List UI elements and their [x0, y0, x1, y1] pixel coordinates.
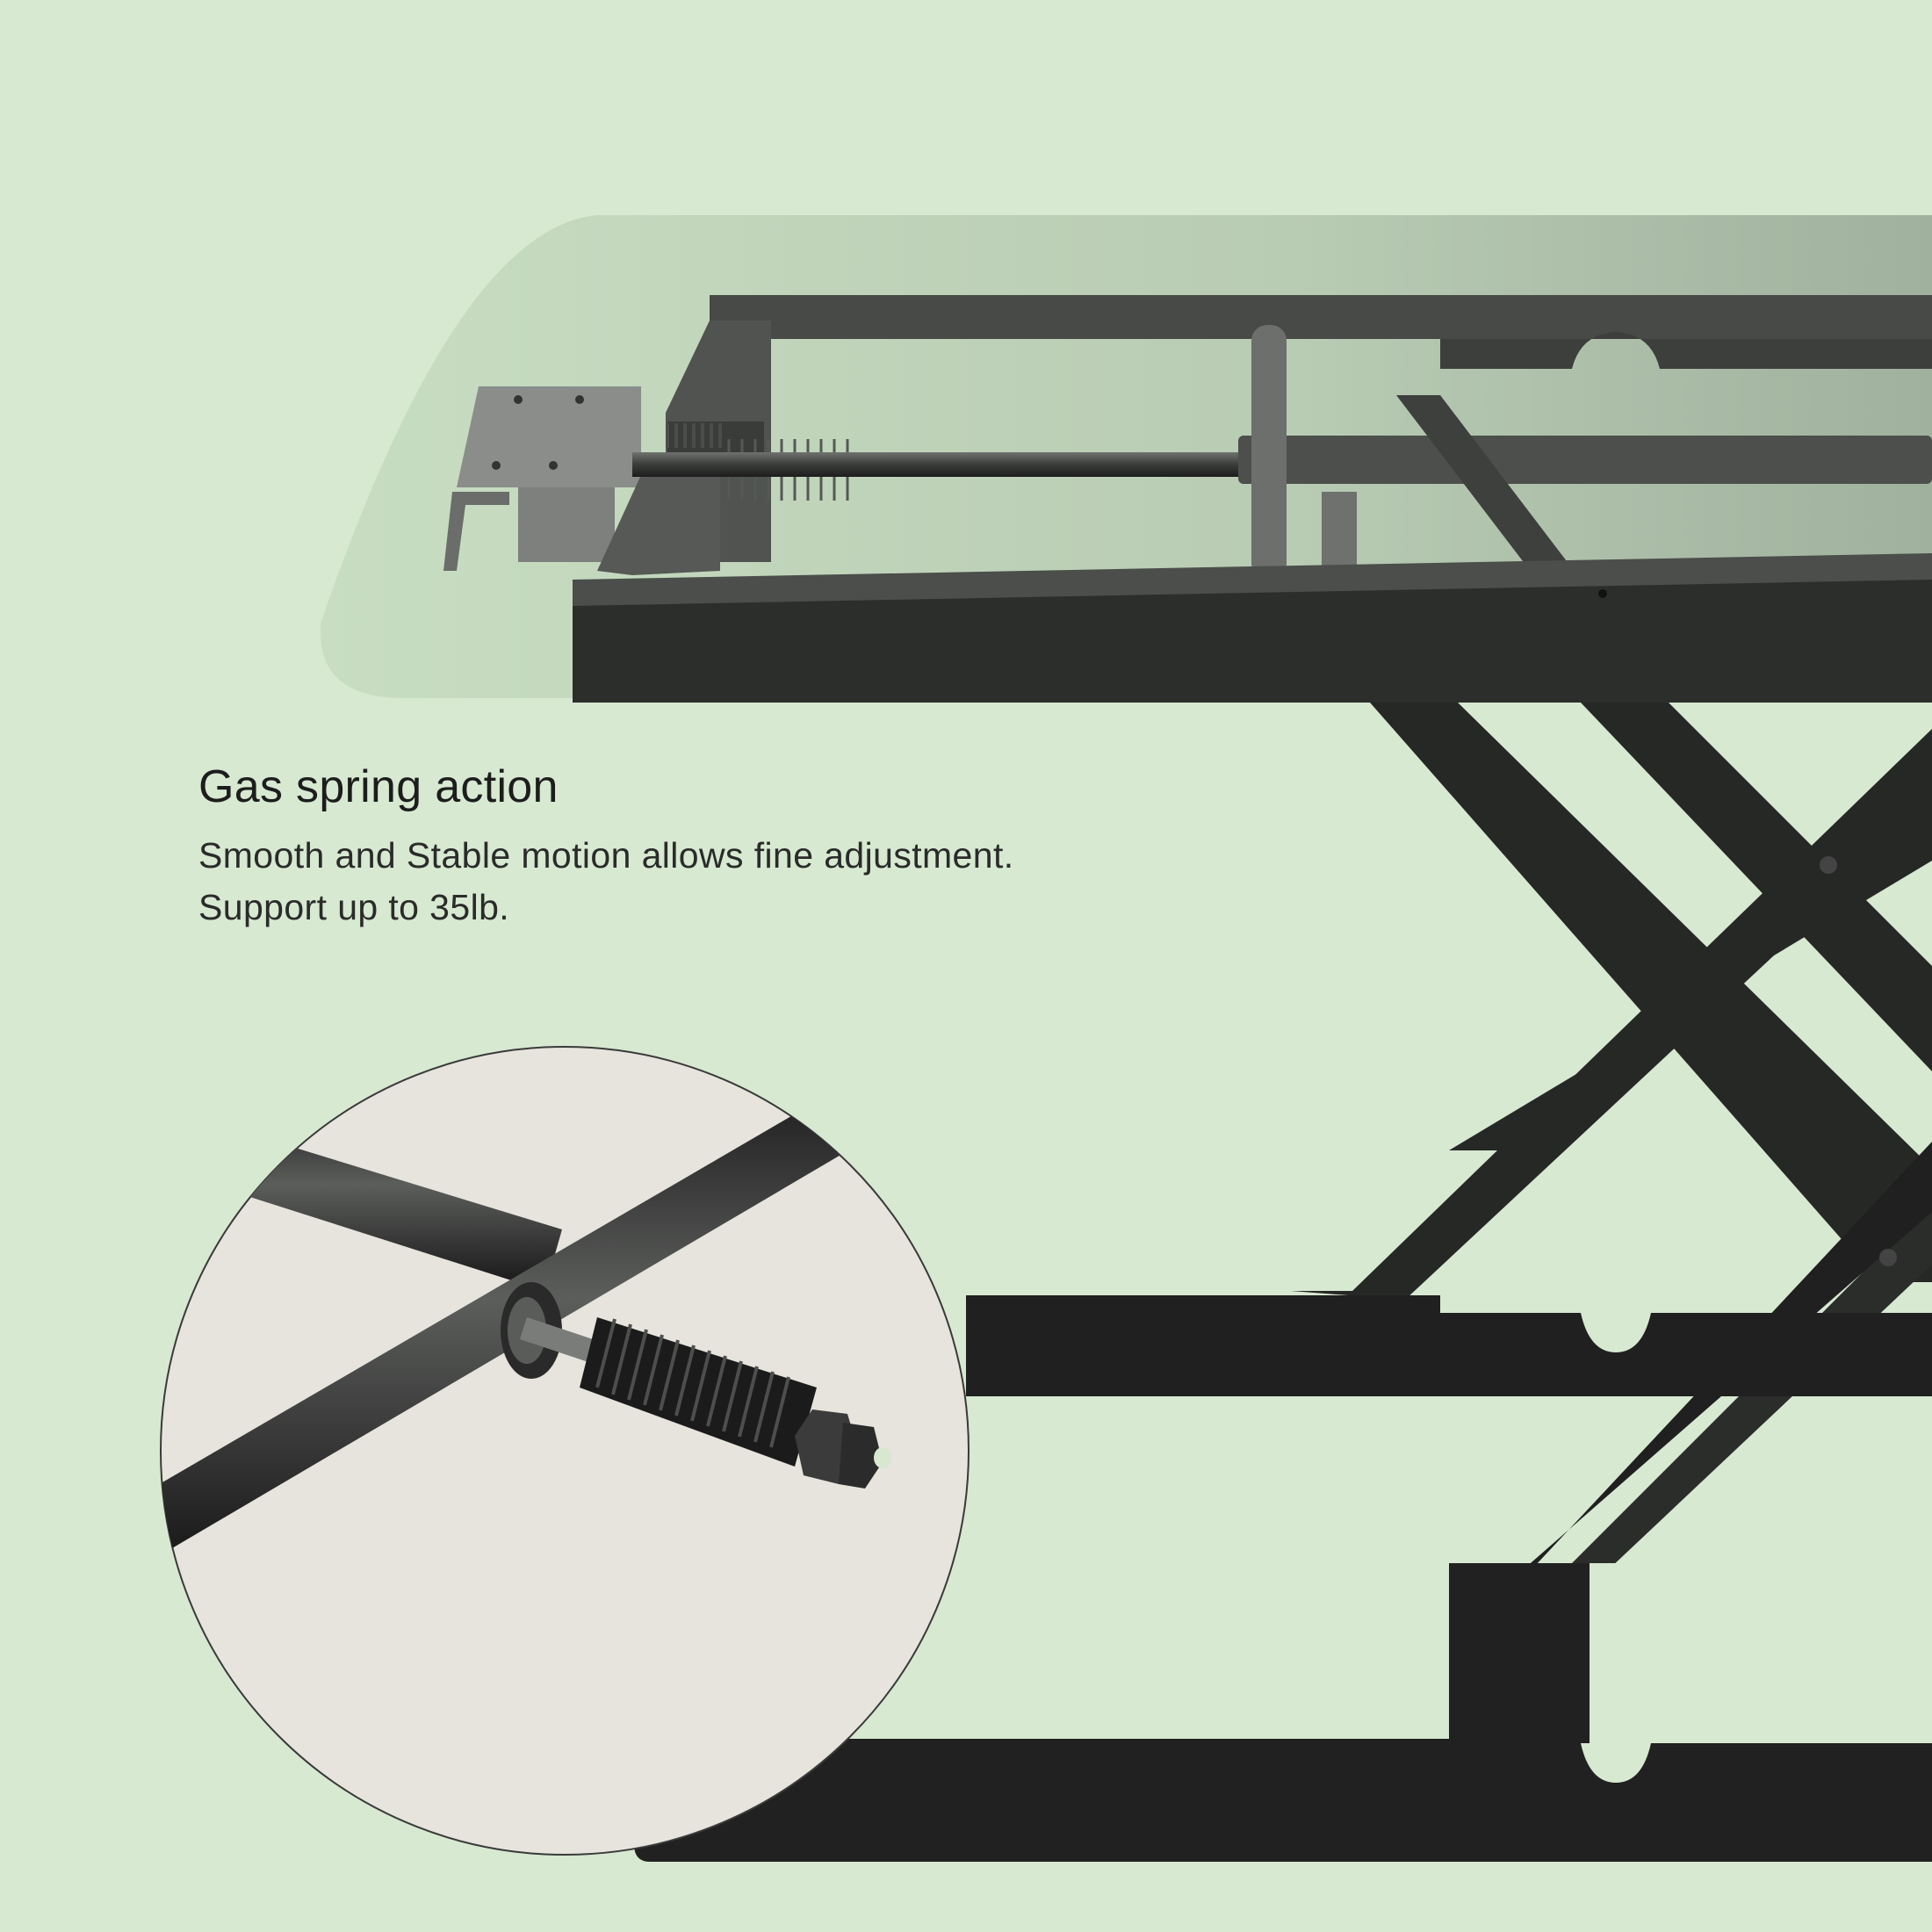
feature-description-line: Smooth and Stable motion allows fine adj…	[198, 835, 1014, 876]
scissor-arms	[1229, 703, 1932, 1844]
feature-description: Smooth and Stable motion allows fine adj…	[198, 830, 1014, 934]
middle-rail	[966, 1295, 1932, 1396]
feature-text-block: Gas spring action Smooth and Stable moti…	[198, 761, 1014, 934]
gas-spring-inset	[160, 1046, 970, 1856]
base-frame	[634, 1563, 1932, 1862]
feature-title: Gas spring action	[198, 761, 559, 812]
upper-frame	[443, 295, 1932, 703]
feature-description-line: Support up to 35lb.	[198, 887, 510, 928]
